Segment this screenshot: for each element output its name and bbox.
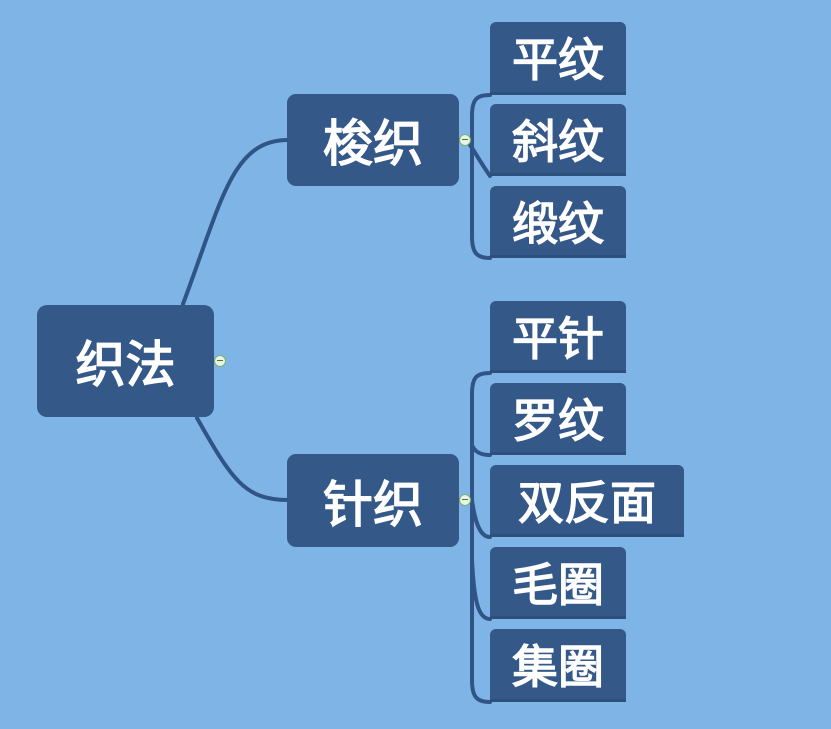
branch-node-weaving-label: 梭织 <box>323 115 423 173</box>
connector-branch-weaving-bracket <box>470 93 492 260</box>
leaf-node[interactable]: 斜纹 <box>490 104 626 176</box>
leaf-node[interactable]: 毛圈 <box>490 547 626 619</box>
leaf-node-label: 平纹 <box>512 33 604 87</box>
leaf-node-label: 缎纹 <box>512 196 604 251</box>
leaf-node[interactable]: 平针 <box>490 301 626 373</box>
leaf-node-label: 双反面 <box>518 475 656 530</box>
leaf-node[interactable]: 缎纹 <box>490 186 626 258</box>
connector-root-to-branch-knitting <box>195 416 290 502</box>
leaf-node[interactable]: 平纹 <box>490 22 626 95</box>
leaf-node[interactable]: 罗纹 <box>490 383 626 455</box>
branch-node-knitting-label: 针织 <box>323 475 423 534</box>
leaf-node[interactable]: 双反面 <box>490 465 684 537</box>
root-node-label: 织法 <box>75 336 176 394</box>
leaf-node[interactable]: 集圈 <box>490 629 626 702</box>
branch-node-weaving[interactable]: 梭织 <box>287 94 459 186</box>
branch-weaving-collapse-toggle[interactable] <box>459 134 471 146</box>
connector-branch-knitting-r3 <box>470 498 492 539</box>
leaf-node-label: 罗纹 <box>512 393 604 448</box>
branch-node-knitting[interactable]: 针织 <box>287 454 459 547</box>
connector-branch-knitting-r2 <box>470 443 492 457</box>
leaf-node-label: 斜纹 <box>512 114 604 169</box>
leaf-node-label: 集圈 <box>512 640 604 694</box>
connector-root-to-branch-weaving <box>181 138 290 306</box>
connector-branch-knitting-bracket <box>470 371 492 704</box>
connector-branch-knitting-r4 <box>470 558 492 621</box>
branch-knitting-collapse-toggle[interactable] <box>459 494 471 506</box>
leaf-node-label: 平针 <box>512 311 604 366</box>
root-node[interactable]: 织法 <box>37 305 214 417</box>
root-collapse-toggle[interactable] <box>214 355 226 367</box>
leaf-node-label: 毛圈 <box>512 557 604 612</box>
